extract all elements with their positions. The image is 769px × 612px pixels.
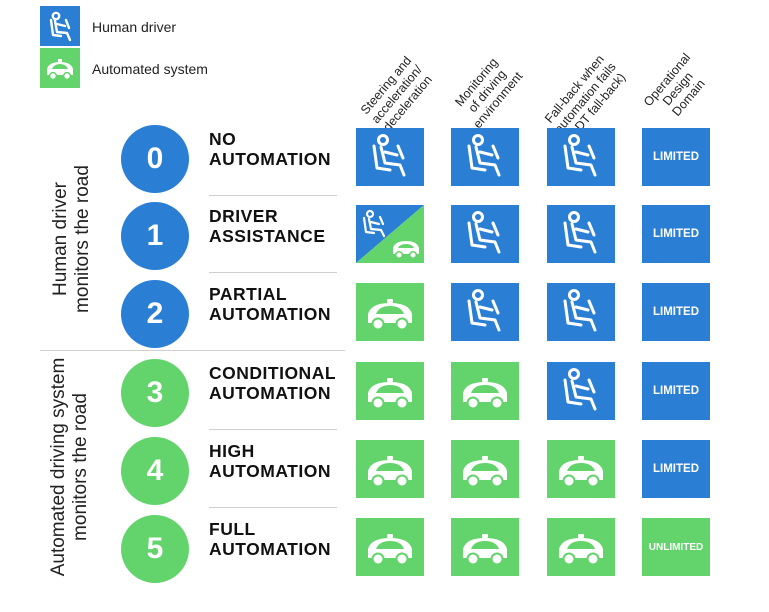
human-driver-icon: [563, 134, 597, 177]
level-3-badge: 3: [121, 359, 189, 427]
car-icon: [368, 378, 412, 410]
mixed-control-icon: [356, 205, 424, 263]
level-0-cell-2: [451, 128, 519, 186]
car-icon: [463, 534, 507, 566]
level-2-cell-2: [451, 283, 519, 341]
car-icon: [368, 299, 412, 331]
level-2-cell-1: [356, 283, 424, 341]
level-3-odd: LIMITED: [642, 362, 710, 420]
human-driver-icon: [49, 11, 72, 42]
human-driver-icon: [563, 211, 597, 254]
level-5-cell-1: [356, 518, 424, 576]
row-divider: [209, 195, 337, 196]
level-3-name: CONDITIONAL AUTOMATION: [209, 363, 337, 403]
group-label-system: Automated driving system monitors the ro…: [48, 357, 91, 577]
level-5-name: FULL AUTOMATION: [209, 519, 331, 559]
row-divider: [209, 272, 337, 273]
legend-system-label: Automated system: [92, 61, 208, 77]
car-icon: [47, 59, 73, 81]
car-icon: [463, 456, 507, 488]
level-1-name: DRIVER ASSISTANCE: [209, 206, 326, 246]
level-0-name: NO AUTOMATION: [209, 129, 331, 169]
level-4-name: HIGH AUTOMATION: [209, 441, 331, 481]
level-1-cell-3: [547, 205, 615, 263]
legend-system-swatch: [40, 48, 80, 88]
human-driver-icon: [372, 134, 406, 177]
level-1-badge: 1: [121, 202, 189, 270]
level-2-odd: LIMITED: [642, 283, 710, 341]
column-header-1: Monitoring of driving environment: [452, 55, 526, 131]
human-driver-icon: [467, 211, 501, 254]
human-driver-icon: [563, 289, 597, 332]
column-header-3: Operational Design Domain: [641, 50, 708, 119]
row-divider: [209, 507, 337, 508]
level-5-cell-3: [547, 518, 615, 576]
group-divider: [40, 350, 345, 351]
level-1-cell-2: [451, 205, 519, 263]
level-4-odd: LIMITED: [642, 440, 710, 498]
column-header-0: Steering and acceleration/ deceleration: [358, 53, 435, 134]
level-2-badge: 2: [121, 280, 189, 348]
level-5-badge: 5: [121, 515, 189, 583]
level-3-cell-3: [547, 362, 615, 420]
level-4-cell-1: [356, 440, 424, 498]
car-icon: [559, 534, 603, 566]
human-driver-icon: [467, 289, 501, 332]
car-icon: [463, 378, 507, 410]
car-icon: [368, 534, 412, 566]
level-1-odd: LIMITED: [642, 205, 710, 263]
car-icon: [368, 456, 412, 488]
level-5-odd: UNLIMITED: [642, 518, 710, 576]
level-0-odd: LIMITED: [642, 128, 710, 186]
level-2-cell-3: [547, 283, 615, 341]
level-4-cell-3: [547, 440, 615, 498]
legend-human-label: Human driver: [92, 19, 177, 35]
level-4-badge: 4: [121, 437, 189, 505]
level-3-cell-2: [451, 362, 519, 420]
level-5-cell-2: [451, 518, 519, 576]
level-0-cell-3: [547, 128, 615, 186]
human-driver-icon: [563, 368, 597, 411]
level-1-cell-1: [356, 205, 424, 263]
human-driver-icon: [467, 134, 501, 177]
legend-human-swatch: [40, 6, 80, 46]
row-divider: [209, 429, 337, 430]
group-label-human: Human driver monitors the road: [50, 165, 93, 313]
level-2-name: PARTIAL AUTOMATION: [209, 284, 331, 324]
level-0-cell-1: [356, 128, 424, 186]
car-icon: [559, 456, 603, 488]
level-0-badge: 0: [121, 125, 189, 193]
level-3-cell-1: [356, 362, 424, 420]
level-4-cell-2: [451, 440, 519, 498]
